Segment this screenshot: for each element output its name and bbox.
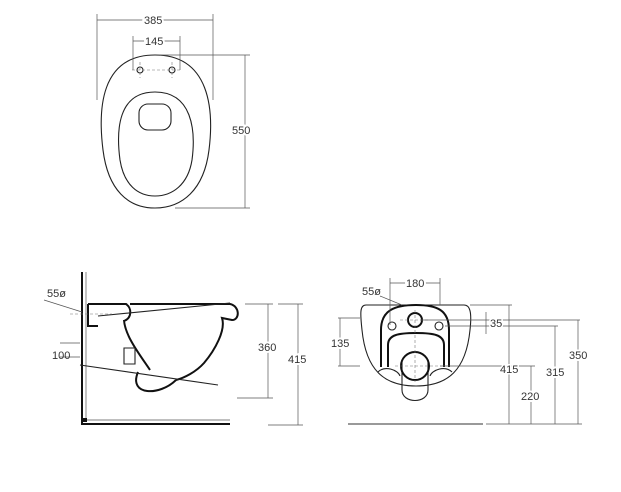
hinge-holes bbox=[132, 62, 180, 78]
front-view: 180 55ø 135 35 415 220 315 350 bbox=[329, 276, 589, 425]
wall bbox=[81, 272, 230, 425]
fixing-height-label: 315 bbox=[546, 367, 564, 379]
outlet-diameter-label: 55ø bbox=[362, 286, 381, 298]
total-height-label: 415 bbox=[500, 364, 518, 376]
seat-opening bbox=[118, 91, 194, 197]
inlet-height-label: 135 bbox=[331, 338, 349, 350]
offset-label: 35 bbox=[490, 318, 502, 330]
seat-inner-pad bbox=[138, 103, 172, 131]
inlet-top-label: 350 bbox=[569, 350, 587, 362]
floor-line bbox=[348, 423, 483, 425]
length-label: 550 bbox=[232, 125, 250, 137]
outlet-height-label: 220 bbox=[521, 391, 539, 403]
top-view: 385 145 550 bbox=[96, 13, 252, 209]
outlet-diameter-label: 55ø bbox=[47, 288, 66, 300]
hinge-spacing-label: 145 bbox=[145, 36, 163, 48]
total-height-label: 415 bbox=[288, 354, 306, 366]
width-label: 385 bbox=[144, 15, 162, 27]
bowl-profile bbox=[87, 303, 239, 393]
seat-outline bbox=[100, 54, 212, 209]
height-label: 360 bbox=[258, 342, 276, 354]
side-view: 55ø 100 360 415 bbox=[43, 272, 308, 426]
bowl-outline bbox=[360, 304, 472, 387]
outlet-offset-label: 100 bbox=[52, 350, 70, 362]
fixing-spacing-label: 180 bbox=[406, 278, 424, 290]
